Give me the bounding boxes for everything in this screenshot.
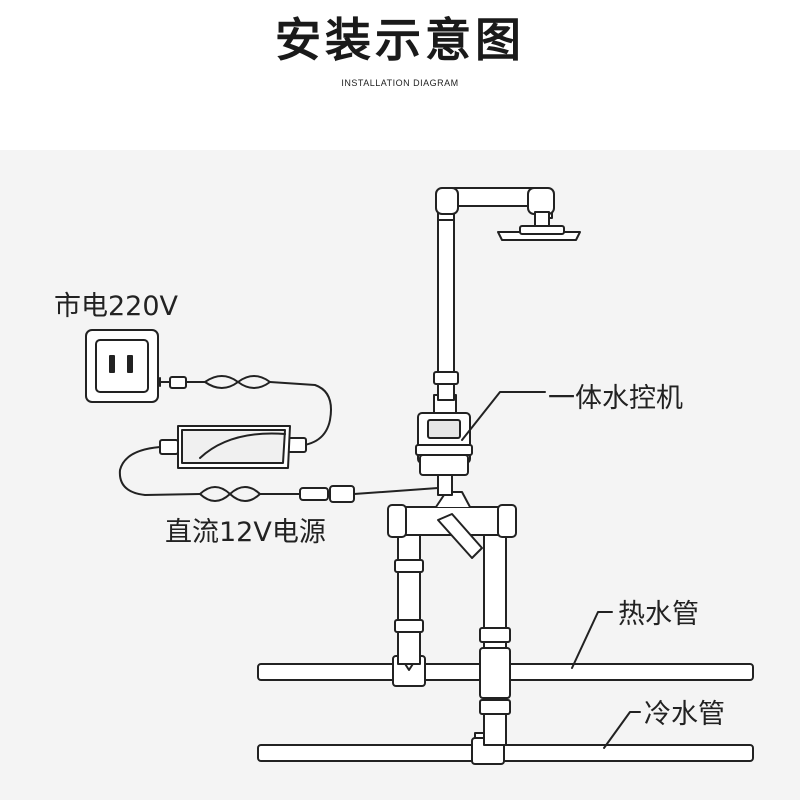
dc-cable: [118, 446, 439, 503]
power-adapter: [159, 425, 307, 469]
hot-water-pipe-label: 热水管: [618, 599, 699, 630]
header: 安装示意图 INSTALLATION DIAGRAM: [0, 0, 800, 150]
cold-water-pipe-label: 冷水管: [644, 699, 725, 730]
ac-cable: [159, 375, 332, 447]
wall-socket: [85, 329, 159, 403]
diagram-drawing: [85, 187, 754, 765]
diagram-scene: 市电220V 一体水控机 直流12V电源 热水管 冷水管: [0, 150, 800, 800]
page-subtitle: INSTALLATION DIAGRAM: [341, 78, 459, 88]
dc-12v-power-label: 直流12V电源: [165, 517, 326, 548]
right-riser-pipe: [479, 529, 511, 746]
mains-220v-label: 市电220V: [54, 291, 179, 322]
label-leaders: [461, 391, 641, 749]
mixing-valve: [387, 491, 517, 559]
water-controller-unit: [415, 394, 473, 496]
shower-assembly: [433, 187, 581, 401]
page-title: 安装示意图: [275, 13, 525, 67]
controller-label: 一体水控机: [548, 383, 683, 414]
left-riser-pipe: [394, 529, 424, 665]
